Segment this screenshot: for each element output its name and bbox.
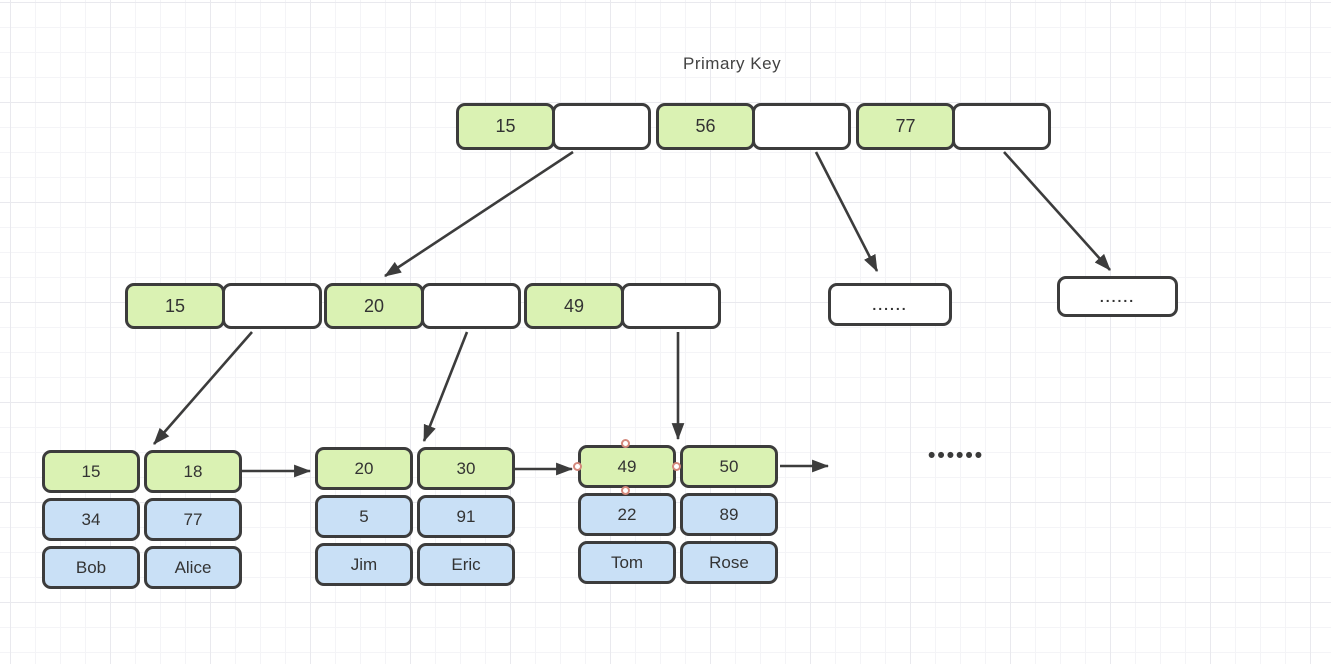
leaf-key-row: 49 50 [578, 445, 778, 488]
internal-pair-1: 15 [125, 283, 322, 329]
connection-handle-right[interactable] [672, 462, 681, 471]
leaf-name-cell[interactable]: Alice [144, 546, 242, 589]
leaf-key-row: 15 18 [42, 450, 242, 493]
leaf-group-2: 20 30 5 91 Jim Eric [315, 447, 515, 586]
internal-key-cell[interactable]: 49 [524, 283, 624, 329]
edge-root-to-internal-arrow [384, 150, 574, 278]
connection-handle-left[interactable] [573, 462, 582, 471]
root-node: 15 56 77 [456, 103, 1051, 150]
leaf-group-1: 15 18 34 77 Bob Alice [42, 450, 242, 589]
leaf-name-cell[interactable]: Bob [42, 546, 140, 589]
edge-internal-to-leaf2-arrow [422, 331, 469, 442]
leaf-name-cell[interactable]: Rose [680, 541, 778, 584]
leaf-value-cell[interactable]: 34 [42, 498, 140, 541]
placeholder-node-right[interactable]: ...... [1057, 276, 1178, 317]
leaf-value-cell[interactable]: 91 [417, 495, 515, 538]
leaf-name-row: Bob Alice [42, 546, 242, 589]
leaf-ellipsis-dots[interactable]: •••••• [928, 444, 985, 467]
leaf-value-cell[interactable]: 77 [144, 498, 242, 541]
leaf-key-cell[interactable]: 15 [42, 450, 140, 493]
internal-pointer-cell[interactable] [222, 283, 322, 329]
leaf-name-cell[interactable]: Eric [417, 543, 515, 586]
leaf-name-cell[interactable]: Tom [578, 541, 676, 584]
root-pointer-cell[interactable] [552, 103, 651, 150]
internal-pair-3: 49 [524, 283, 721, 329]
root-key-cell[interactable]: 15 [456, 103, 555, 150]
leaf-value-cell[interactable]: 89 [680, 493, 778, 536]
connection-handle-top[interactable] [621, 439, 630, 448]
placeholder-node-left[interactable]: ...... [828, 283, 952, 326]
root-pair-2: 56 [656, 103, 851, 150]
root-key-cell[interactable]: 56 [656, 103, 755, 150]
root-pair-3: 77 [856, 103, 1051, 150]
root-pair-1: 15 [456, 103, 651, 150]
leaf-value-cell[interactable]: 5 [315, 495, 413, 538]
leaf-key-row: 20 30 [315, 447, 515, 490]
root-key-cell[interactable]: 77 [856, 103, 955, 150]
leaf-value-row: 5 91 [315, 495, 515, 538]
edge-root-to-placeholder-right-arrow [1003, 151, 1111, 271]
leaf-key-cell[interactable]: 20 [315, 447, 413, 490]
edge-internal-to-leaf1-arrow [153, 331, 253, 445]
connection-handle-bottom[interactable] [621, 486, 630, 495]
leaf-key-cell[interactable]: 50 [680, 445, 778, 488]
leaf-key-cell[interactable]: 49 [578, 445, 676, 488]
leaf-key-cell[interactable]: 30 [417, 447, 515, 490]
leaf-group-3: 49 50 22 89 Tom Rose [578, 445, 778, 584]
leaf-name-row: Tom Rose [578, 541, 778, 584]
leaf-value-row: 34 77 [42, 498, 242, 541]
leaf-name-cell[interactable]: Jim [315, 543, 413, 586]
internal-pair-2: 20 [324, 283, 521, 329]
leaf-value-row: 22 89 [578, 493, 778, 536]
leaf-name-row: Jim Eric [315, 543, 515, 586]
internal-key-cell[interactable]: 15 [125, 283, 225, 329]
internal-pointer-cell[interactable] [621, 283, 721, 329]
internal-pointer-cell[interactable] [421, 283, 521, 329]
diagram-title[interactable]: Primary Key [683, 54, 782, 73]
leaf-key-cell[interactable]: 18 [144, 450, 242, 493]
edge-root-to-placeholder-left-arrow [814, 151, 879, 272]
root-pointer-cell[interactable] [752, 103, 851, 150]
internal-key-cell[interactable]: 20 [324, 283, 424, 329]
leaf-value-cell[interactable]: 22 [578, 493, 676, 536]
root-pointer-cell[interactable] [952, 103, 1051, 150]
internal-node: 15 20 49 [125, 283, 721, 329]
